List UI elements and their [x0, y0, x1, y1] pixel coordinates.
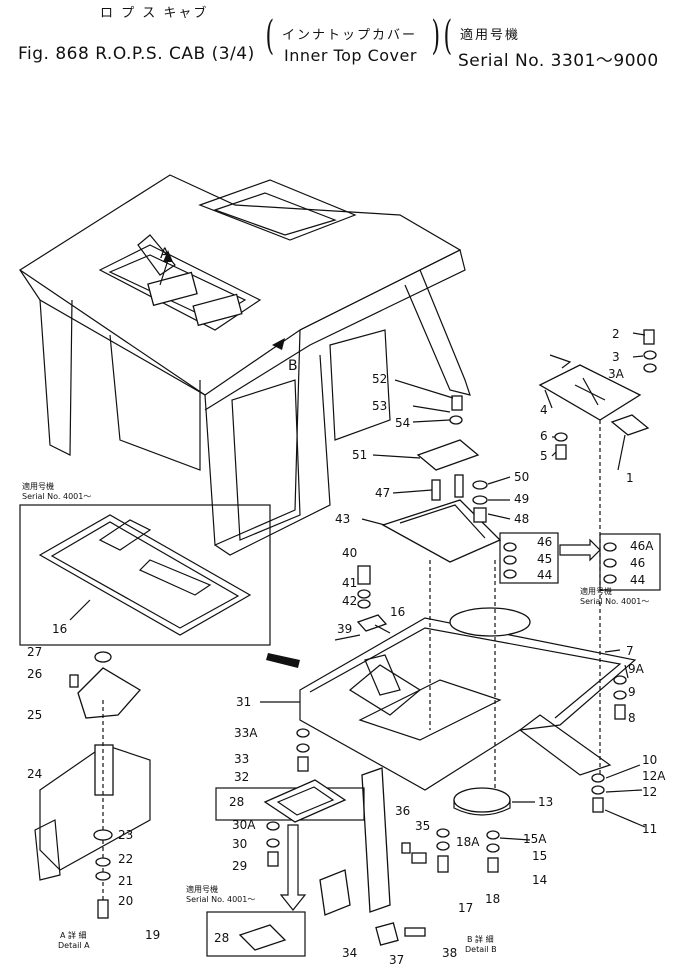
detail-a-jp: A 詳 細 [60, 930, 87, 940]
part-label-10: 10 [642, 753, 657, 767]
detail-a-label: Detail A [58, 941, 90, 950]
inner-top-cover [266, 420, 637, 800]
inset-serial-1: Serial No. 4001～ [22, 492, 91, 501]
part-label-12: 12 [642, 785, 657, 799]
inset-serial-jp-1: 適用号機 [22, 481, 54, 491]
inset-serial-jp-2: 適用号機 [580, 586, 612, 596]
part-label-36: 36 [395, 804, 410, 818]
part-label-29: 29 [232, 859, 247, 873]
part-label-50: 50 [514, 470, 529, 484]
part-label-1: 1 [626, 471, 634, 485]
paren-open-2: ( [443, 13, 453, 59]
part-label-21: 21 [118, 874, 133, 888]
inset-28-frame [206, 911, 306, 957]
part-label-26: 26 [27, 667, 42, 681]
stack-box-left [499, 532, 559, 584]
part-label-33: 33 [234, 752, 249, 766]
part-label-37: 37 [389, 953, 404, 964]
part-label-15a: 15A [523, 832, 547, 846]
part-label-2: 2 [612, 327, 620, 341]
inset-serial-3: Serial No. 4001～ [186, 895, 255, 904]
part-label-12a: 12A [642, 769, 666, 783]
part-label-46-right: 46 [630, 556, 645, 570]
part-label-52: 52 [372, 372, 387, 386]
part-label-11: 11 [642, 822, 657, 836]
paren-close-1: ) [431, 13, 441, 59]
part-label-5: 5 [540, 449, 548, 463]
detail-b-label: Detail B [465, 945, 497, 954]
part-label-32: 32 [234, 770, 249, 784]
part-label-47: 47 [375, 486, 390, 500]
part-label-24: 24 [27, 767, 42, 781]
part-label-23: 23 [118, 828, 133, 842]
title-jp: ロ プ ス キャブ [100, 6, 209, 21]
part-label-6: 6 [540, 429, 548, 443]
part-label-18a: 18A [456, 835, 480, 849]
part-label-19: 19 [145, 928, 160, 942]
part-label-28-inset: 28 [214, 931, 229, 945]
detail-a-assembly [34, 651, 151, 919]
paren-open-1: ( [265, 13, 275, 59]
part-label-33a: 33A [234, 726, 258, 740]
part-label-22: 22 [118, 852, 133, 866]
part-label-7: 7 [626, 644, 634, 658]
part-label-44: 44 [537, 568, 552, 582]
part-label-31: 31 [236, 695, 251, 709]
cover-plate-4 [538, 329, 657, 460]
part-label-41: 41 [342, 576, 357, 590]
part-label-18: 18 [485, 892, 500, 906]
part-label-51: 51 [352, 448, 367, 462]
part-label-46a: 46A [630, 539, 654, 553]
part-label-3a: 3A [608, 367, 625, 381]
part-label-38: 38 [442, 946, 457, 960]
part-label-9a: 9A [628, 662, 645, 676]
part-label-16-center: 16 [390, 605, 405, 619]
part-label-9: 9 [628, 685, 636, 699]
figure-title: Fig. 868 R.O.P.S. CAB (3/4) [18, 44, 255, 64]
part-label-49: 49 [514, 492, 529, 506]
part-label-46: 46 [537, 535, 552, 549]
part-jp: インナトップカバー [282, 28, 418, 43]
serial-jp: 適用号機 [460, 28, 521, 43]
part-label-25: 25 [27, 708, 42, 722]
part-label-13: 13 [538, 795, 553, 809]
part-label-8: 8 [628, 711, 636, 725]
part-label-34: 34 [342, 946, 357, 960]
stack-box-right [599, 533, 661, 591]
view-marker-b: B [288, 358, 298, 374]
inset-serial-jp-3: 適用号機 [186, 884, 218, 894]
inset-serial-4001-frame [19, 504, 271, 646]
part-title: Inner Top Cover [284, 46, 417, 65]
part-label-20: 20 [118, 894, 133, 908]
part-label-42: 42 [342, 594, 357, 608]
part-label-54: 54 [395, 416, 410, 430]
part-label-44-right: 44 [630, 573, 645, 587]
part-label-17: 17 [458, 901, 473, 915]
part-label-53: 53 [372, 399, 387, 413]
part-label-16-inset: 16 [52, 622, 67, 636]
part-label-43: 43 [335, 512, 350, 526]
inset-serial-2: Serial No. 4001～ [580, 597, 649, 606]
part-label-35: 35 [415, 819, 430, 833]
part-label-45: 45 [537, 552, 552, 566]
part-label-28: 28 [229, 795, 244, 809]
part-label-48: 48 [514, 512, 529, 526]
view-marker-a: A [160, 246, 170, 262]
part-label-15: 15 [532, 849, 547, 863]
frame-28-group [215, 787, 365, 821]
cab-assembly [18, 174, 471, 556]
serial-range: Serial No. 3301～9000 [458, 51, 659, 71]
part-label-40: 40 [342, 546, 357, 560]
detail-b-jp: B 詳 細 [467, 934, 494, 944]
part-label-30: 30 [232, 837, 247, 851]
part-label-30a: 30A [232, 818, 256, 832]
part-label-3: 3 [612, 350, 620, 364]
part-label-14: 14 [532, 873, 547, 887]
header: ロ プ ス キャブ Fig. 868 R.O.P.S. CAB (3/4) ( … [0, 0, 678, 80]
part-label-27: 27 [27, 645, 42, 659]
part-label-39: 39 [337, 622, 352, 636]
part-label-4: 4 [540, 403, 548, 417]
